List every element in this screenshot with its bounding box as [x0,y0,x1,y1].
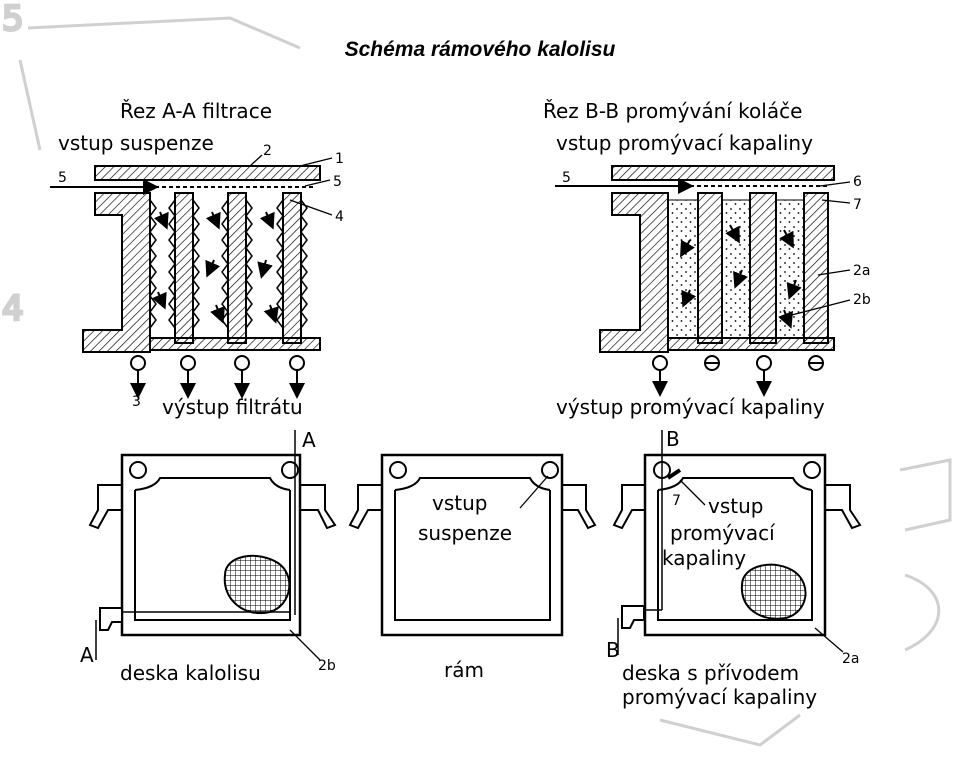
section-a-heading: Řez A-A filtrace [120,99,272,123]
callout-2b: 2b [853,292,871,308]
drain-tap-icon-b [621,605,645,629]
callout-plate-2b: 2b [318,658,336,674]
wash-inlet-label-3: kapaliny [662,546,746,570]
section-b-washing: Řez B-B promývání koláče vstup promývací… [543,99,871,419]
callout-plate-7: 7 [672,493,681,509]
background-decoration: 5 4 [1,0,952,747]
section-b-outlet-label: výstup promývací kapaliny [556,395,825,419]
background-mark-5: 5 [2,0,24,39]
top-channel-plate-b [611,165,835,181]
callout-b-6: 6 [853,174,862,190]
section-b-heading: Řez B-B promývání koláče [543,99,802,123]
callout-b-5: 5 [562,170,571,186]
frame-view: vstup suspenze rám [348,453,597,682]
wash-inlet-label-2: promývací [670,521,776,545]
flow-arrows-b [680,224,802,329]
frame-inlet-label-1: vstup [432,491,487,515]
section-b-inlet-label: vstup promývací kapaliny [556,131,813,155]
section-b-callouts: 5 6 7 2a 2b [562,170,871,319]
background-mark-4: 4 [2,289,24,329]
page-title: Schéma rámového kalolisu [344,38,616,61]
callout-5-left: 5 [58,170,67,186]
cut-a-bottom: A [80,643,94,667]
section-a-outlet-label: výstup filtrátu [162,395,303,419]
end-plate-b [599,192,669,353]
filter-plates [149,192,321,351]
end-plate [82,192,151,353]
flow-arrows-a [151,211,279,324]
section-a-filtration: Řez A-A filtrace vstup suspenze [50,99,344,419]
section-a-inlet-label: vstup suspenze [58,131,214,155]
callout-2: 2 [263,143,272,159]
filter-cloth-b [740,563,807,620]
callout-plate-2a: 2a [842,651,860,667]
filter-plate-view: A A 2b deska kalolisu [80,428,337,685]
wash-plate-caption-1: deska s přívodem [622,661,799,685]
cut-b-bottom: B [606,638,620,662]
plate-filter-caption: deska kalolisu [120,661,261,685]
filtrate-outlets [130,355,305,399]
callout-3: 3 [132,394,141,410]
section-a-callouts: 1 2 3 4 5 5 [58,143,344,410]
filter-cake [667,199,699,339]
frame-inlet-label-2: suspenze [418,521,512,545]
cut-a-top: A [302,428,316,452]
drain-tap-icon [99,607,123,631]
callout-2a: 2a [853,263,871,279]
callout-b-7: 7 [853,197,862,213]
top-channel-plate [94,165,321,181]
cut-b-top: B [666,427,680,451]
filter-cloth [223,554,291,615]
callout-4: 4 [335,209,344,225]
wash-plate-caption-2: promývací kapaliny [622,685,817,709]
wash-outlets [652,355,824,397]
wash-inlet-label-1: vstup [708,494,763,518]
callout-1: 1 [335,151,344,167]
wash-plate-view: B 7 vstup promývací kapaliny B 2a deska … [606,427,862,709]
frame-caption: rám [444,658,484,682]
callout-5-right: 5 [333,174,342,190]
